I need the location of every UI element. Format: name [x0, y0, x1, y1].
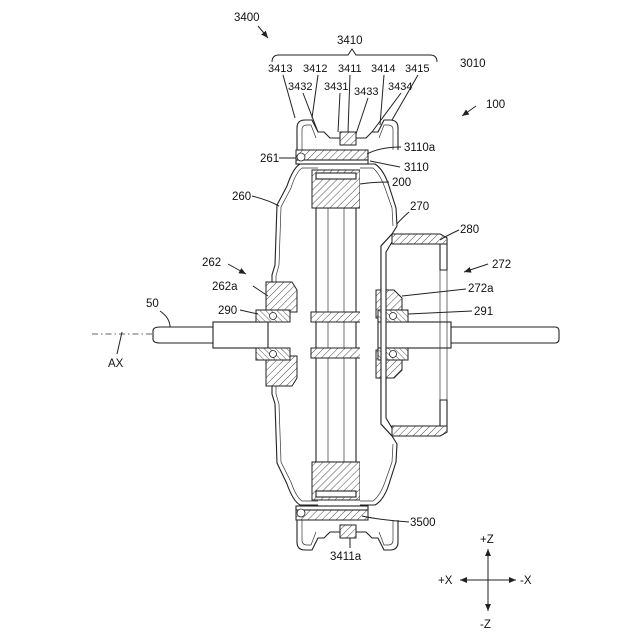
label-261: 261 — [260, 153, 279, 165]
label-3110: 3110 — [404, 162, 429, 174]
label-3500: 3500 — [410, 517, 436, 529]
label-200: 200 — [392, 177, 411, 189]
label-262a: 262a — [212, 281, 238, 293]
label-3400: 3400 — [234, 12, 260, 24]
label-291: 291 — [474, 306, 493, 318]
bottom-rotor-yoke — [296, 510, 368, 520]
label-50: 50 — [146, 298, 159, 310]
label-3434: 3434 — [388, 81, 412, 93]
label-3410: 3410 — [337, 35, 363, 47]
axis-minus-x: -X — [520, 575, 532, 587]
leader-262 — [228, 264, 246, 274]
left-cover — [266, 164, 318, 505]
top-rotor-yoke — [296, 150, 368, 160]
label-100: 100 — [486, 99, 505, 111]
label-260: 260 — [232, 191, 251, 203]
leader-3400 — [258, 26, 268, 38]
label-3433: 3433 — [354, 86, 378, 98]
label-3411a: 3411a — [330, 551, 362, 563]
bottom-rim — [296, 506, 398, 550]
label-280: 280 — [460, 224, 479, 236]
label-3415: 3415 — [405, 63, 429, 75]
top-spoke-nipple — [340, 132, 356, 145]
leader-ax — [117, 332, 122, 354]
label-3411: 3411 — [338, 63, 362, 75]
direction-indicator: +Z -Z +X -X — [438, 534, 532, 631]
leader-272 — [464, 264, 488, 272]
axis-plus-x: +X — [438, 575, 453, 587]
stator — [311, 170, 361, 500]
label-272: 272 — [492, 259, 511, 271]
leader-100 — [462, 106, 476, 116]
label-3010: 3010 — [460, 58, 486, 70]
label-3414: 3414 — [371, 63, 395, 75]
label-262: 262 — [202, 257, 221, 269]
top-rim — [296, 120, 398, 164]
label-272a: 272a — [468, 283, 494, 295]
axis-minus-z: -Z — [480, 619, 491, 631]
label-290: 290 — [218, 305, 237, 317]
bottom-spoke-nipple — [340, 525, 356, 538]
label-3413: 3413 — [268, 63, 292, 75]
bracket-3410 — [272, 49, 437, 62]
axis-plus-z: +Z — [480, 534, 494, 546]
label-3110a: 3110a — [404, 142, 436, 154]
label-3412: 3412 — [303, 63, 327, 75]
label-3431: 3431 — [324, 81, 348, 93]
label-270: 270 — [410, 201, 429, 213]
label-ax: AX — [108, 358, 124, 370]
label-3432: 3432 — [288, 81, 312, 93]
